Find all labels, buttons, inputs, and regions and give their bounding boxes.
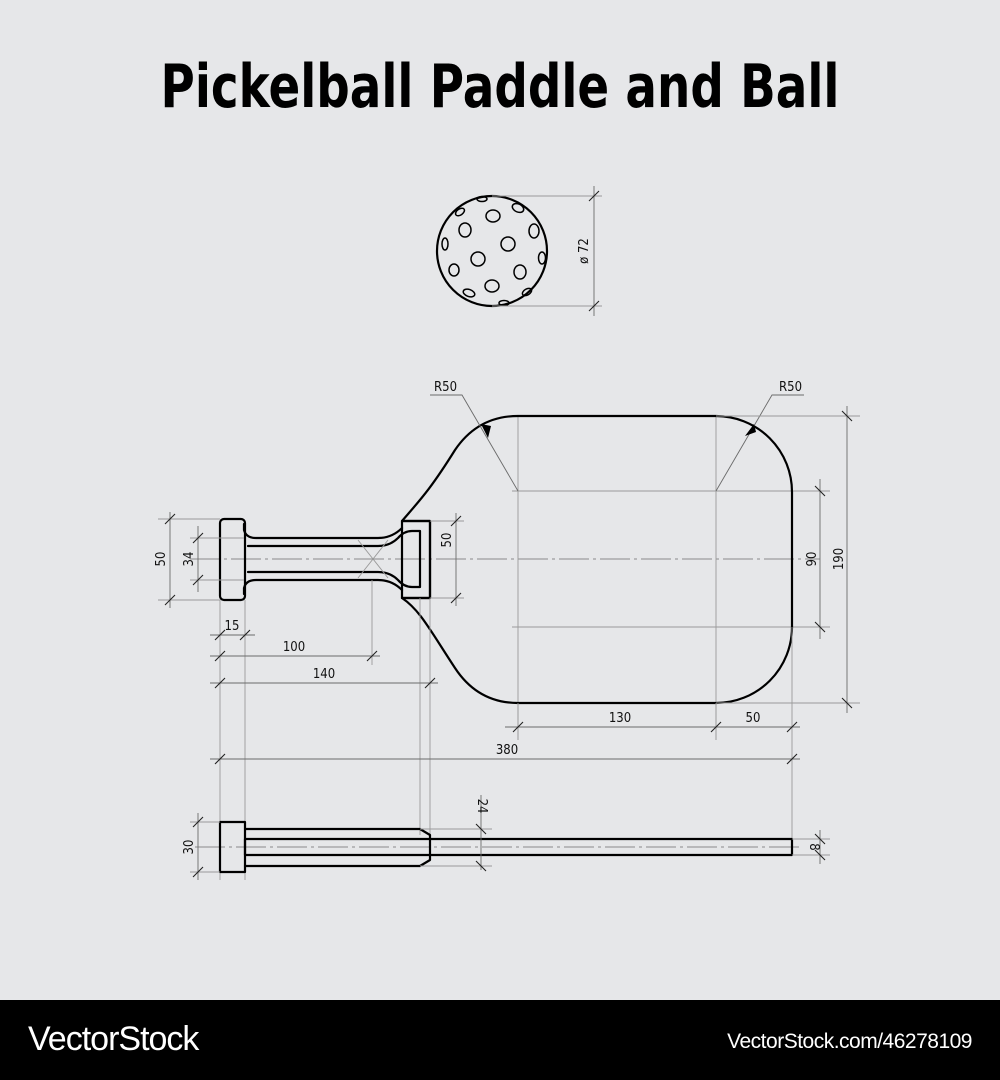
- handle-thickness-label: 24: [474, 799, 489, 814]
- pickleball-ball: ø 72: [435, 186, 602, 316]
- grip-height-label: 34: [182, 552, 197, 567]
- cap-height-label: 50: [154, 552, 169, 567]
- footer-brand: VectorStock: [28, 1020, 199, 1058]
- throat-height-label: 50: [440, 533, 455, 548]
- handle-to-throat-label: 100: [283, 640, 305, 655]
- footer-link: VectorStock.com/46278109: [727, 1030, 972, 1053]
- total-length-label: 380: [496, 743, 518, 758]
- paddle-top-view: R50 R50 50 34 50 90 1: [154, 380, 860, 880]
- face-radius-offset-label: 50: [746, 711, 761, 726]
- cap-width-label: 15: [225, 619, 240, 634]
- cap-thickness-label: 30: [182, 840, 197, 855]
- handle-length-label: 140: [313, 667, 335, 682]
- paddle-side-view: 30 24 8: [182, 795, 830, 880]
- radius-left-label: R50: [434, 380, 457, 395]
- face-inner-height-label: 90: [805, 552, 820, 567]
- technical-drawing: ø 72 R50 R50: [154, 186, 860, 880]
- radius-right-label: R50: [779, 380, 802, 395]
- watermark-footer: VectorStock VectorStock.com/46278109: [0, 1000, 1000, 1080]
- face-thickness-label: 8: [806, 843, 821, 850]
- ball-diameter-label: ø 72: [577, 238, 592, 264]
- face-total-height-label: 190: [832, 548, 847, 570]
- page-title: Pickelball Paddle and Ball: [160, 52, 840, 122]
- face-flat-label: 130: [609, 711, 631, 726]
